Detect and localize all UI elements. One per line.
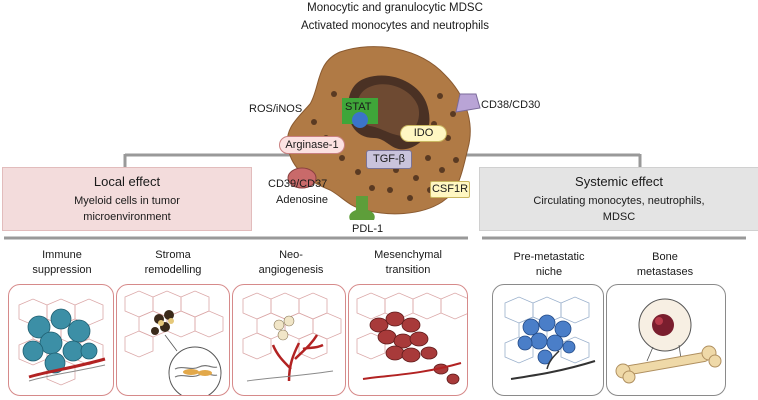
panel-bone-metastases [606,284,726,396]
header-line-2: Activated monocytes and neutrophils [301,20,489,32]
panel-mesenchymal-transition [348,284,468,396]
pdl1-label: PDL-1 [352,223,384,235]
mesenchymal-transition-illustration [356,292,467,385]
local-effect-box: Local effect Myeloid cells in tumor micr… [2,167,252,231]
panel-pre-metastatic-niche [492,284,604,396]
category-mesenchymal-transition: Mesenchymal transition [374,249,442,276]
cd38-cd30-label: CD38/CD30 [481,99,541,111]
local-effect-subtitle-1: Myeloid cells in tumor [74,195,180,207]
panel-neo-angiogenesis [232,284,346,396]
cd39-marker [287,167,317,189]
ros-inos-label: ROS/iNOS [249,103,303,115]
stat-ligand [352,112,368,128]
category-neo-angiogenesis: Neo- angiogenesis [258,249,324,276]
category-pre-metastatic-niche: Pre-metastatic niche [513,251,585,278]
stroma-remodelling-illustration [124,290,224,395]
csf1r-label: CSF1R [430,181,470,198]
panel-immune-suppression [8,284,114,396]
adenosine-label: Adenosine [276,194,328,206]
cd38-marker [455,93,481,113]
bone-metastases-illustration [615,298,722,384]
category-immune-suppression: Immune suppression [32,249,92,276]
category-bone-metastases: Bone metastases [636,251,694,278]
systemic-effect-title: Systemic effect [575,174,663,189]
immune-suppression-illustration [18,298,106,386]
local-effect-title: Local effect [93,174,161,189]
header-line-1: Monocytic and granulocytic MDSC [307,2,483,14]
neo-angiogenesis-illustration [242,292,342,382]
stat-label: STAT [345,101,372,113]
panel-stroma-remodelling [116,284,230,396]
tgf-beta-label: TGF-β [366,150,412,169]
cd39-cd37-label: CD39/CD37 [268,178,328,190]
pre-metastatic-niche-illustration [504,296,596,380]
systemic-effect-subtitle-1: Circulating monocytes, neutrophils, [533,195,705,207]
systemic-effect-subtitle-2: MDSC [602,211,636,223]
category-stroma-remodelling: Stroma remodelling [144,249,202,276]
pdl1-receptor [349,196,375,220]
local-effect-subtitle-2: microenvironment [83,211,171,223]
ido-label: IDO [400,125,447,142]
systemic-effect-box: Systemic effect Circulating monocytes, n… [479,167,758,231]
arginase-1-label: Arginase-1 [279,136,345,154]
